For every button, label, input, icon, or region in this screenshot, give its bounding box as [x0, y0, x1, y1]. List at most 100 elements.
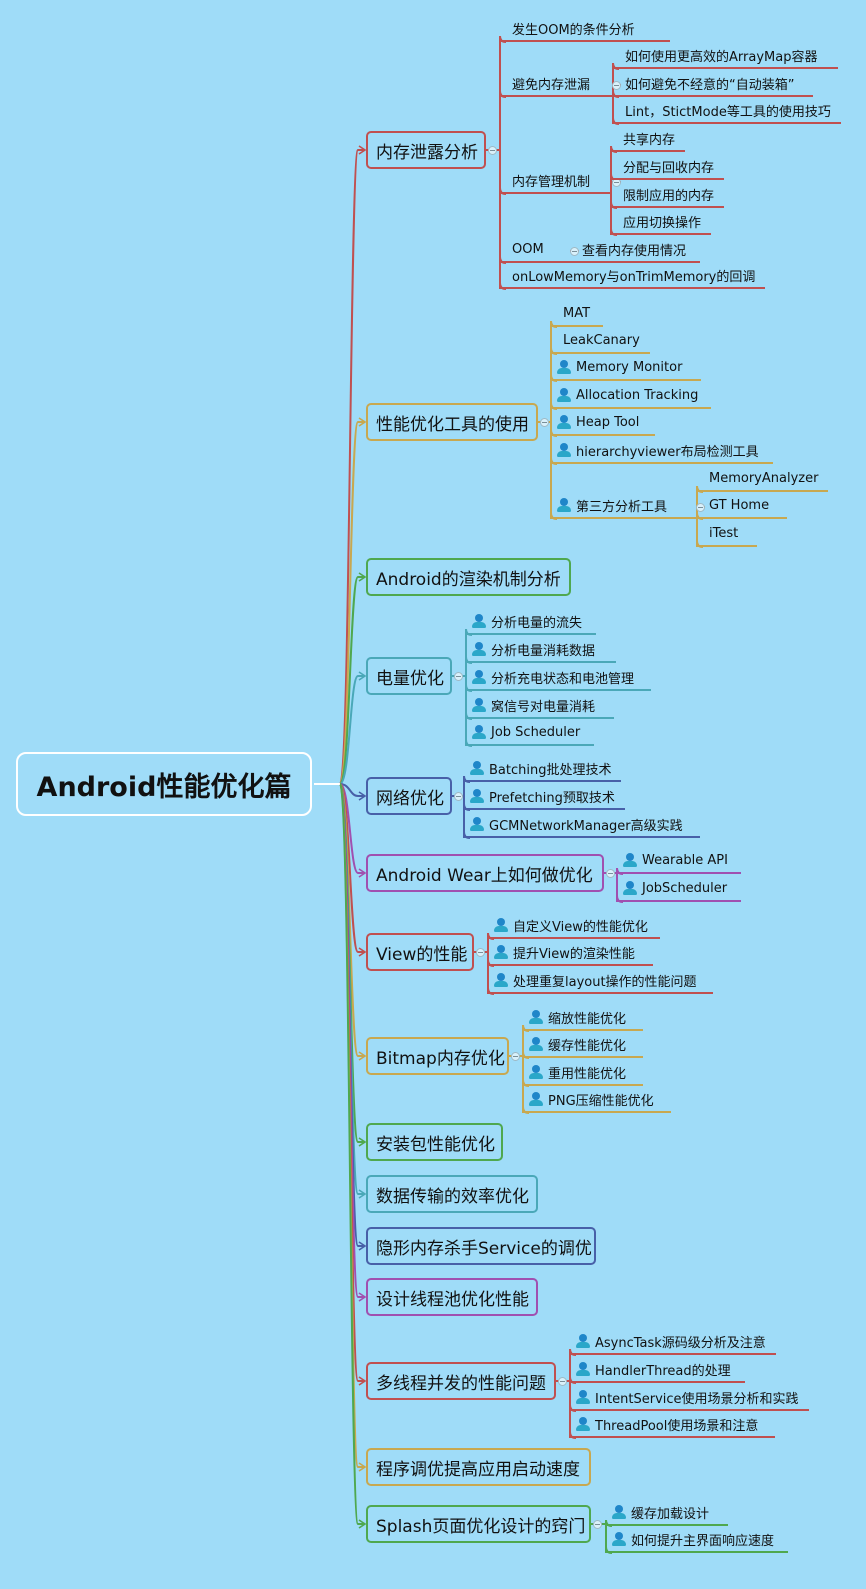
node-label: 缩放性能优化	[548, 1011, 627, 1027]
detail-node[interactable]: 如何使用更高效的ArrayMap容器	[613, 43, 838, 69]
subtopic-node[interactable]: 避免内存泄漏	[500, 71, 612, 97]
connector-arrow	[358, 868, 367, 878]
subtopic-node[interactable]: 发生OOM的条件分析	[500, 16, 670, 42]
subtopic-node[interactable]: hierarchyviewer布局检测工具	[551, 438, 773, 464]
topic-node[interactable]: 设计线程池优化性能	[366, 1278, 538, 1316]
detail-node[interactable]: Lint，StictMode等工具的使用技巧	[613, 98, 841, 124]
node-label: OOM	[512, 241, 544, 257]
topic-node[interactable]: 多线程并发的性能问题	[366, 1362, 556, 1400]
topic-node[interactable]: 隐形内存杀手Service的调优	[366, 1227, 596, 1265]
subtopic-node[interactable]: onLowMemory与onTrimMemory的回调	[500, 263, 766, 289]
topic-node[interactable]: View的性能	[366, 933, 474, 971]
subtopic-node[interactable]: 第三方分析工具	[551, 493, 696, 519]
topic-collapse-toggle[interactable]	[488, 146, 497, 155]
detail-node[interactable]: 如何避免不经意的“自动装箱”	[613, 71, 813, 97]
detail-node[interactable]: MemoryAnalyzer	[697, 466, 829, 492]
detail-node[interactable]: 应用切换操作	[611, 209, 712, 235]
topic-collapse-toggle[interactable]	[476, 948, 485, 957]
connector-arrow	[358, 1137, 367, 1147]
detail-node[interactable]: 分配与回收内存	[611, 154, 725, 180]
subtopic-collapse-toggle[interactable]	[612, 81, 621, 90]
subtopic-node[interactable]: IntentService使用场景分析和实践	[570, 1385, 809, 1411]
node-label: LeakCanary	[563, 332, 640, 348]
subtopic-node[interactable]: HandlerThread的处理	[570, 1357, 745, 1383]
topic-node[interactable]: Android的渲染机制分析	[366, 558, 571, 596]
subtopic-node[interactable]: 重用性能优化	[523, 1060, 643, 1086]
subtopic-node[interactable]: LeakCanary	[551, 328, 650, 354]
topic-node[interactable]: 电量优化	[366, 657, 452, 695]
connector-arrow	[358, 417, 367, 427]
detail-node[interactable]: 查看内存使用情况	[570, 237, 700, 263]
topic-node[interactable]: 数据传输的效率优化	[366, 1175, 538, 1213]
subtopic-node[interactable]: 处理重复layout操作的性能问题	[488, 968, 713, 994]
node-label: IntentService使用场景分析和实践	[595, 1391, 799, 1407]
topic-collapse-toggle[interactable]	[511, 1052, 520, 1061]
subtopic-node[interactable]: 如何提升主界面响应速度	[606, 1527, 788, 1553]
subtopic-node[interactable]: MAT	[551, 301, 603, 327]
subtopic-node[interactable]: 缓存加载设计	[606, 1500, 728, 1526]
subtopic-node[interactable]: Wearable API	[617, 848, 741, 874]
subtopic-node[interactable]: Prefetching预取技术	[464, 784, 625, 810]
subtopic-node[interactable]: 分析充电状态和电池管理	[466, 665, 651, 691]
detail-node[interactable]: 共享内存	[611, 126, 686, 152]
subtopic-node[interactable]: 分析电量的流失	[466, 609, 596, 635]
topic-collapse-toggle[interactable]	[454, 792, 463, 801]
detail-node[interactable]: 限制应用的内存	[611, 182, 725, 208]
subtopic-node[interactable]: Allocation Tracking	[551, 383, 711, 409]
subtopic-node[interactable]: 自定义View的性能优化	[488, 913, 660, 939]
node-label: Batching批处理技术	[489, 762, 612, 778]
user-icon	[472, 725, 486, 739]
topic-collapse-toggle[interactable]	[593, 1520, 602, 1529]
subtopic-node[interactable]: 缓存性能优化	[523, 1032, 643, 1058]
subtopic-node[interactable]: 窝信号对电量消耗	[466, 693, 614, 719]
node-label: 重用性能优化	[548, 1066, 627, 1082]
user-icon	[623, 853, 637, 867]
detail-node[interactable]: iTest	[697, 521, 757, 547]
topic-node[interactable]: 安装包性能优化	[366, 1123, 503, 1161]
subtopic-node[interactable]: Job Scheduler	[466, 720, 594, 746]
topic-collapse-toggle[interactable]	[558, 1377, 567, 1386]
node-label: JobScheduler	[642, 880, 728, 896]
user-icon	[576, 1417, 590, 1431]
subtopic-node[interactable]: Heap Tool	[551, 410, 655, 436]
topic-collapse-toggle[interactable]	[454, 672, 463, 681]
subtopic-node[interactable]: 分析电量消耗数据	[466, 637, 616, 663]
connector-arrow	[358, 572, 367, 582]
subtopic-node[interactable]: PNG压缩性能优化	[523, 1087, 671, 1113]
topic-node[interactable]: Android Wear上如何做优化	[366, 854, 604, 892]
subtopic-node[interactable]: 提升View的渲染性能	[488, 940, 653, 966]
node-label: ThreadPool使用场景和注意	[595, 1418, 759, 1434]
topic-collapse-toggle[interactable]	[606, 869, 615, 878]
subtopic-collapse-toggle[interactable]	[570, 247, 579, 256]
subtopic-node[interactable]: Batching批处理技术	[464, 756, 622, 782]
subtopic-node[interactable]: AsyncTask源码级分析及注意	[570, 1329, 776, 1355]
topic-node[interactable]: 程序调优提高应用启动速度	[366, 1448, 591, 1486]
connector-arrow	[358, 1292, 367, 1302]
root-topic[interactable]: Android性能优化篇	[16, 752, 312, 816]
node-label: 如何提升主界面响应速度	[631, 1533, 775, 1549]
subtopic-node[interactable]: JobScheduler	[617, 876, 741, 902]
user-icon	[576, 1362, 590, 1376]
subtopic-node[interactable]: GCMNetworkManager高级实践	[464, 812, 700, 838]
topic-node[interactable]: 内存泄露分析	[366, 131, 486, 169]
subtopic-node[interactable]: 缩放性能优化	[523, 1005, 643, 1031]
topic-node[interactable]: 网络优化	[366, 777, 452, 815]
subtopic-collapse-toggle[interactable]	[696, 503, 705, 512]
user-icon	[470, 817, 484, 831]
node-label: hierarchyviewer布局检测工具	[576, 444, 759, 460]
subtopic-node[interactable]: Memory Monitor	[551, 355, 701, 381]
subtopic-node[interactable]: 内存管理机制	[500, 168, 612, 194]
node-label: Memory Monitor	[576, 359, 683, 375]
topic-collapse-toggle[interactable]	[540, 418, 549, 427]
subtopic-node[interactable]: OOM	[500, 237, 570, 263]
topic-node[interactable]: 性能优化工具的使用	[366, 403, 538, 441]
node-label: 应用切换操作	[623, 215, 702, 231]
topic-node[interactable]: Splash页面优化设计的窍门	[366, 1505, 591, 1543]
topic-node[interactable]: Bitmap内存优化	[366, 1037, 509, 1075]
detail-node[interactable]: GT Home	[697, 493, 787, 519]
node-label: onLowMemory与onTrimMemory的回调	[512, 269, 756, 285]
subtopic-node[interactable]: ThreadPool使用场景和注意	[570, 1412, 775, 1438]
connector-arrow	[358, 145, 367, 155]
connector-arrow	[358, 671, 367, 681]
user-icon	[612, 1505, 626, 1519]
